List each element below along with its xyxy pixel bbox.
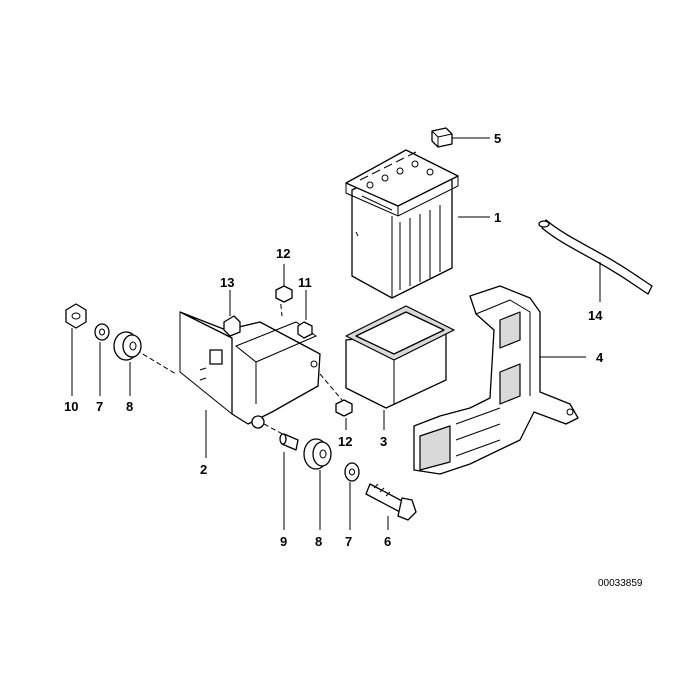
callout-7-bottom: 7 [345,534,352,549]
part-2-battery-tray[interactable] [179,311,321,429]
part-9-spacer-sleeve[interactable] [279,433,299,451]
diagram-reference-code: 00033859 [598,578,643,589]
callout-8-left: 8 [126,399,133,414]
part-12-screw-lower[interactable] [335,399,353,417]
part-4-battery-holder[interactable] [413,285,579,475]
callout-6: 6 [384,534,391,549]
callout-11: 11 [298,275,312,290]
callout-10: 10 [64,399,78,414]
callout-4: 4 [596,350,604,365]
callout-12-top: 12 [276,246,290,261]
part-10-nut[interactable] [65,303,87,329]
callout-2: 2 [200,462,207,477]
part-8-rubber-mount-bottom[interactable] [303,438,332,470]
callout-9: 9 [280,534,287,549]
part-3-battery-liner[interactable] [345,305,455,409]
part-7-washer-left[interactable] [94,323,110,341]
part-8-rubber-mount-left[interactable] [113,331,142,361]
callout-14: 14 [588,308,603,323]
part-14-vent-hose[interactable] [538,219,653,295]
callout-7-left: 7 [96,399,103,414]
part-13-clip[interactable] [223,315,241,337]
part-7-washer-bottom[interactable] [344,462,360,482]
part-1-battery[interactable] [345,149,459,299]
callout-1: 1 [494,210,501,225]
part-5-terminal-cap[interactable] [431,127,453,148]
callout-12-lower: 12 [338,434,352,449]
callout-13: 13 [220,275,234,290]
callout-5: 5 [494,131,501,146]
part-11-nut[interactable] [297,321,313,339]
callout-3: 3 [380,434,387,449]
callout-8-bottom: 8 [315,534,322,549]
part-6-bolt[interactable] [365,483,417,521]
